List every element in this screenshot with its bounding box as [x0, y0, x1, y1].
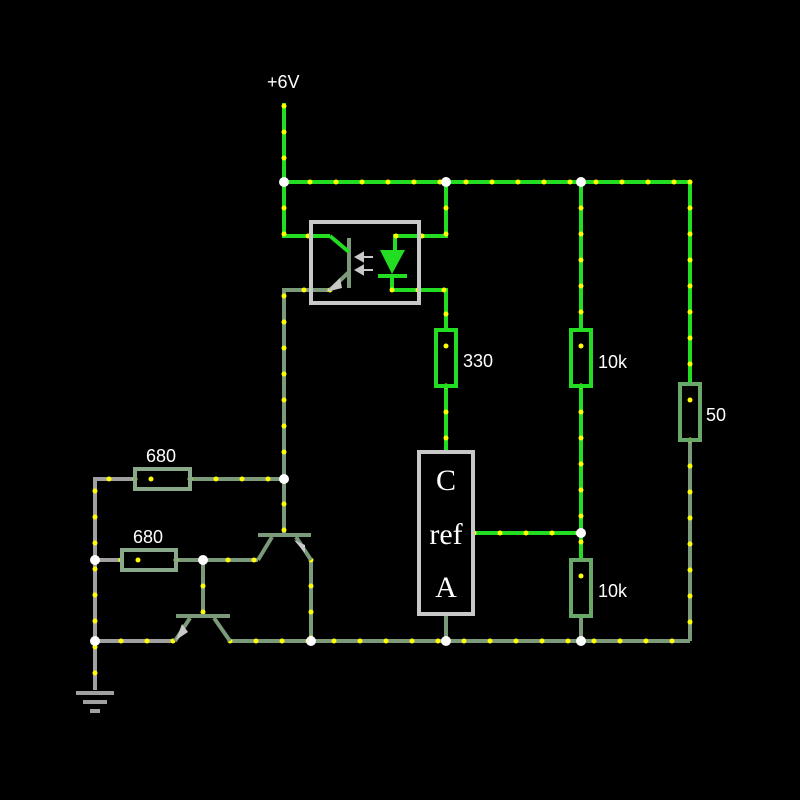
shunt-ref-cathode-label: C — [436, 464, 456, 497]
resistor-330[interactable]: 330 — [434, 328, 493, 388]
node-base1[interactable] — [279, 474, 289, 484]
resistor-680-top-label: 680 — [146, 446, 176, 466]
ground-icon — [76, 691, 114, 713]
phototransistor-emitter-arrow-icon — [326, 278, 342, 292]
node-top-left[interactable] — [279, 177, 289, 187]
active-wires — [282, 103, 692, 560]
node-ground-ref[interactable] — [441, 636, 451, 646]
transistor-q2[interactable] — [173, 614, 232, 643]
led-diode-icon — [380, 250, 405, 274]
light-arrows-icon — [353, 251, 373, 276]
resistor-680-top[interactable]: 680 — [133, 446, 192, 491]
resistor-330-label: 330 — [463, 351, 493, 371]
resistor-10k-bottom[interactable]: 10k — [569, 558, 628, 618]
left-rail-wire[interactable] — [93, 477, 135, 690]
opto-collector-wire[interactable] — [282, 182, 330, 238]
resistor-680-bottom-label: 680 — [133, 527, 163, 547]
node-top-mid[interactable] — [441, 177, 451, 187]
optocoupler-box — [309, 220, 421, 305]
resistor-10k-top[interactable]: 10k — [569, 328, 628, 388]
shunt-ref-anode-label: A — [435, 571, 457, 604]
node-ground-q1[interactable] — [306, 636, 316, 646]
q2-emitter-arrow-icon — [176, 624, 188, 640]
supply-label: +6V — [267, 72, 300, 92]
neutral-wires — [93, 477, 175, 690]
node-left-680[interactable] — [90, 555, 100, 565]
optocoupler[interactable] — [309, 220, 421, 305]
resistor-50-label: 50 — [706, 405, 726, 425]
current-dots — [92, 103, 693, 693]
node-ground-left[interactable] — [90, 636, 100, 646]
resistor-10k-top-label: 10k — [598, 352, 628, 372]
node-ground-divider[interactable] — [576, 636, 586, 646]
q2-collector-lead — [212, 616, 232, 643]
transistor-q1[interactable] — [256, 533, 313, 562]
shunt-reference[interactable]: C ref A — [417, 450, 475, 616]
q1-emitter-arrow-icon — [294, 540, 305, 553]
node-top-right[interactable] — [576, 177, 586, 187]
node-divider-mid[interactable] — [576, 528, 586, 538]
resistor-680-bottom[interactable]: 680 — [120, 527, 178, 572]
junction-nodes — [90, 177, 586, 646]
resistor-10k-bottom-label: 10k — [598, 581, 628, 601]
node-q2-base[interactable] — [198, 555, 208, 565]
resistor-50[interactable]: 50 — [678, 382, 726, 442]
shunt-ref-ref-label: ref — [429, 518, 462, 551]
phototransistor-collector — [328, 234, 351, 254]
opto-emitter-wire[interactable] — [282, 288, 330, 533]
q1-base-lead — [256, 535, 274, 562]
